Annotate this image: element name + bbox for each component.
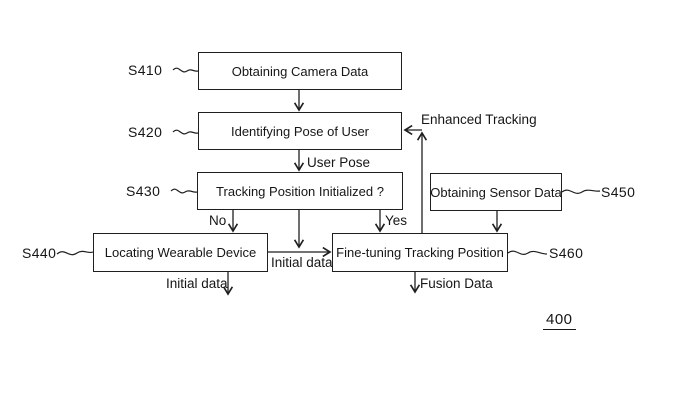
connector-squiggle-s460 [507, 250, 548, 255]
step-label-s440: S440 [22, 245, 57, 261]
edge-label-no: No [209, 213, 227, 228]
step-label-s430: S430 [126, 183, 161, 199]
connector-squiggle-s410 [172, 67, 199, 73]
node-obtaining-camera-data: Obtaining Camera Data [198, 52, 402, 90]
node-obtaining-sensor-data: Obtaining Sensor Data [430, 173, 562, 211]
edge-label-fusion-data: Fusion Data [420, 276, 493, 291]
edge-label-initial-data-output: Initial data [166, 276, 228, 291]
node-identifying-pose-of-user: Identifying Pose of User [198, 112, 402, 150]
connector-squiggle-s430 [170, 188, 198, 194]
step-label-s450: S450 [601, 184, 636, 200]
node-label: Identifying Pose of User [230, 123, 370, 139]
node-locating-wearable-device: Locating Wearable Device [93, 233, 268, 272]
step-label-s410: S410 [128, 62, 163, 78]
node-label: Tracking Position Initialized ? [216, 183, 384, 199]
node-label: Obtaining Sensor Data [430, 184, 562, 200]
node-fine-tuning-tracking-position: Fine-tuning Tracking Position [332, 233, 508, 272]
step-label-s460: S460 [549, 245, 584, 261]
connector-squiggle-s420 [172, 129, 199, 135]
figure-number: 400 [543, 311, 576, 330]
node-tracking-position-initialized: Tracking Position Initialized ? [197, 172, 403, 210]
edge-label-enhanced-tracking: Enhanced Tracking [421, 112, 537, 127]
connector-squiggle-s450 [561, 189, 601, 194]
node-label: Locating Wearable Device [104, 245, 257, 260]
edge-label-yes: Yes [385, 213, 408, 228]
connector-squiggle-s440 [56, 250, 94, 256]
step-label-s420: S420 [128, 124, 163, 140]
edge-label-user-pose: User Pose [307, 155, 371, 170]
node-label: Fine-tuning Tracking Position [336, 245, 504, 260]
node-label: Obtaining Camera Data [231, 63, 369, 79]
edge-label-initial-data-junction: Initial data [271, 255, 333, 270]
